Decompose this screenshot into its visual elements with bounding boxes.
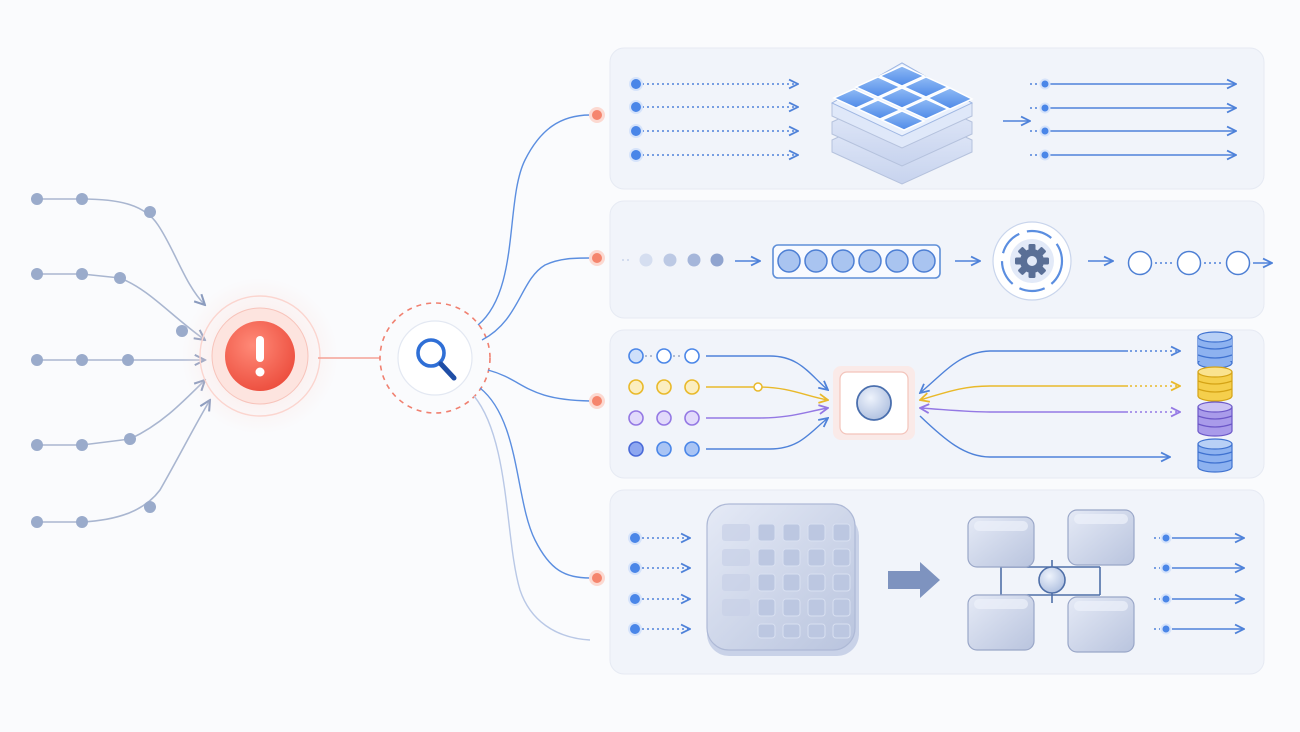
input-node [76,354,88,366]
lane2-input-dot [687,253,701,267]
queue-slot [777,249,801,273]
lane1-output-dot [1039,149,1051,161]
branch-partition-network [479,387,591,579]
lane2-input-dot [639,253,653,267]
lane-batch-table [629,62,1236,185]
lane4-input-dot [628,622,642,636]
input-node [31,439,43,451]
input-node [31,354,43,366]
lane-partition-network [628,503,1244,656]
lane4-input-dot [628,531,642,545]
lane1-output-dot [1039,78,1051,90]
lane1-input-dot [629,124,643,138]
input-stream-4 [37,380,205,446]
connector-dot [589,107,605,123]
lane1-inputs [629,77,798,162]
magnifier-icon [416,338,457,381]
cube-grid-icon [706,503,859,656]
queue-slot [912,249,936,273]
lane3-left-inputs [628,348,828,457]
input-node [176,325,188,337]
lane2-output-node [1127,250,1153,276]
database-icon-blue-2 [1197,438,1233,473]
lane2-output-node [1176,250,1202,276]
lane1-input-dot [629,77,643,91]
connector-dot [589,250,605,266]
input-stream-5 [37,400,210,523]
lane4-inputs [628,531,690,636]
input-node [114,272,126,284]
database-icon-blue [1197,331,1233,369]
branch-batch-table [477,114,591,326]
input-node [76,193,88,205]
lane4-output-dot [1160,532,1172,544]
lane1-output-dot [1039,125,1051,137]
input-node [31,268,43,280]
input-node [76,268,88,280]
hub-node-icon [833,366,915,440]
lane1-input-dot [629,148,643,162]
lane-queue-processor [622,221,1272,301]
branch-merge-hub [487,369,591,402]
input-node [144,206,156,218]
branch-queue-processor [481,257,591,341]
lane-connectors [589,107,605,586]
lane4-input-dot [628,592,642,606]
input-node [31,193,43,205]
transform-arrow [888,562,940,598]
inspector-node [379,302,491,414]
alert-node [182,278,338,434]
queue-slot [858,249,882,273]
branch-overflow [473,395,591,641]
lane4-output-dot [1160,623,1172,635]
queue-buffer [772,244,941,279]
queue-slot [831,249,855,273]
queue-slot [885,249,909,273]
lane2-input-dot [663,253,677,267]
lane1-input-dot [629,100,643,114]
node-network-icon [967,509,1135,653]
lane-panel-merge-hub [609,329,1265,479]
lane4-output-dot [1160,593,1172,605]
lane2-outputs [1127,250,1251,276]
database-icon-purple [1197,401,1233,437]
lane-merge-hub [628,331,1233,473]
input-node [31,516,43,528]
gear-icon [992,221,1072,301]
lane2-inputs [639,253,724,267]
input-node [144,501,156,513]
connector-dot [589,393,605,409]
connector-dot [589,570,605,586]
database-icon-yellow [1197,366,1233,402]
input-node [122,354,134,366]
lane1-outputs [1030,78,1236,161]
lane2-input-dot [710,253,724,267]
input-node [124,433,136,445]
lane4-output-dot [1160,562,1172,574]
stacked-grid-icon [830,62,974,185]
fan-out-branches [473,114,591,641]
lane1-output-dot [1039,102,1051,114]
input-node [76,516,88,528]
input-nodes [31,193,188,528]
lane3-right-flows [920,351,1180,457]
lane4-outputs [1154,532,1244,635]
exclamation-icon [255,336,265,377]
lane4-input-dot [628,561,642,575]
lane2-output-node [1225,250,1251,276]
input-stream-1 [37,198,205,305]
input-node [76,439,88,451]
queue-slot [804,249,828,273]
